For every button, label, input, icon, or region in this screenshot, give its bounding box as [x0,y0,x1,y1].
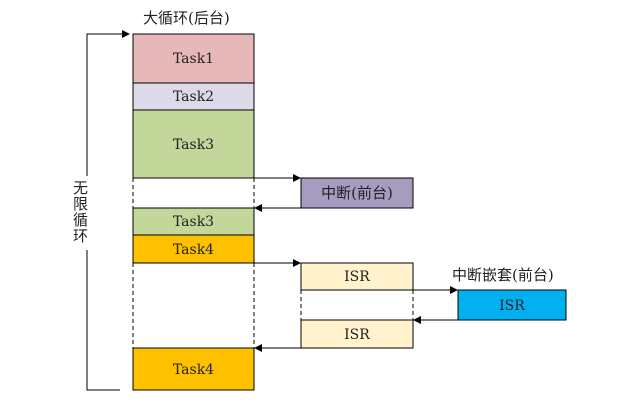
infinite-loop-label: 无限循环 [71,180,89,244]
isr-resume-block [300,319,414,349]
task4-resume-block [132,347,255,391]
isr-resume-label: ISR [344,327,370,343]
isr-label: ISR [344,269,370,285]
interrupt-label: 中断(前台) [321,184,393,202]
suspended-region [132,178,414,348]
background-loop-title: 大循环(后台) [143,9,230,27]
interrupt-block [300,177,414,209]
task1-label: Task1 [173,51,214,67]
task3-resume-label: Task3 [173,214,214,230]
nested-interrupt-title: 中断嵌套(前台) [452,266,554,284]
task4-label: Task4 [173,242,214,258]
nested-isr-label: ISR [499,298,525,314]
infinite-loop-bracket [86,30,130,391]
task4-resume-label: Task4 [173,362,214,378]
task4-block [132,234,255,264]
isr-block [300,262,414,291]
task2-block [132,82,255,111]
task2-label: Task2 [173,89,214,105]
task3-label: Task3 [173,137,214,153]
task1-block [132,33,255,84]
nested-isr-block [457,289,567,321]
task3-block [132,109,255,179]
